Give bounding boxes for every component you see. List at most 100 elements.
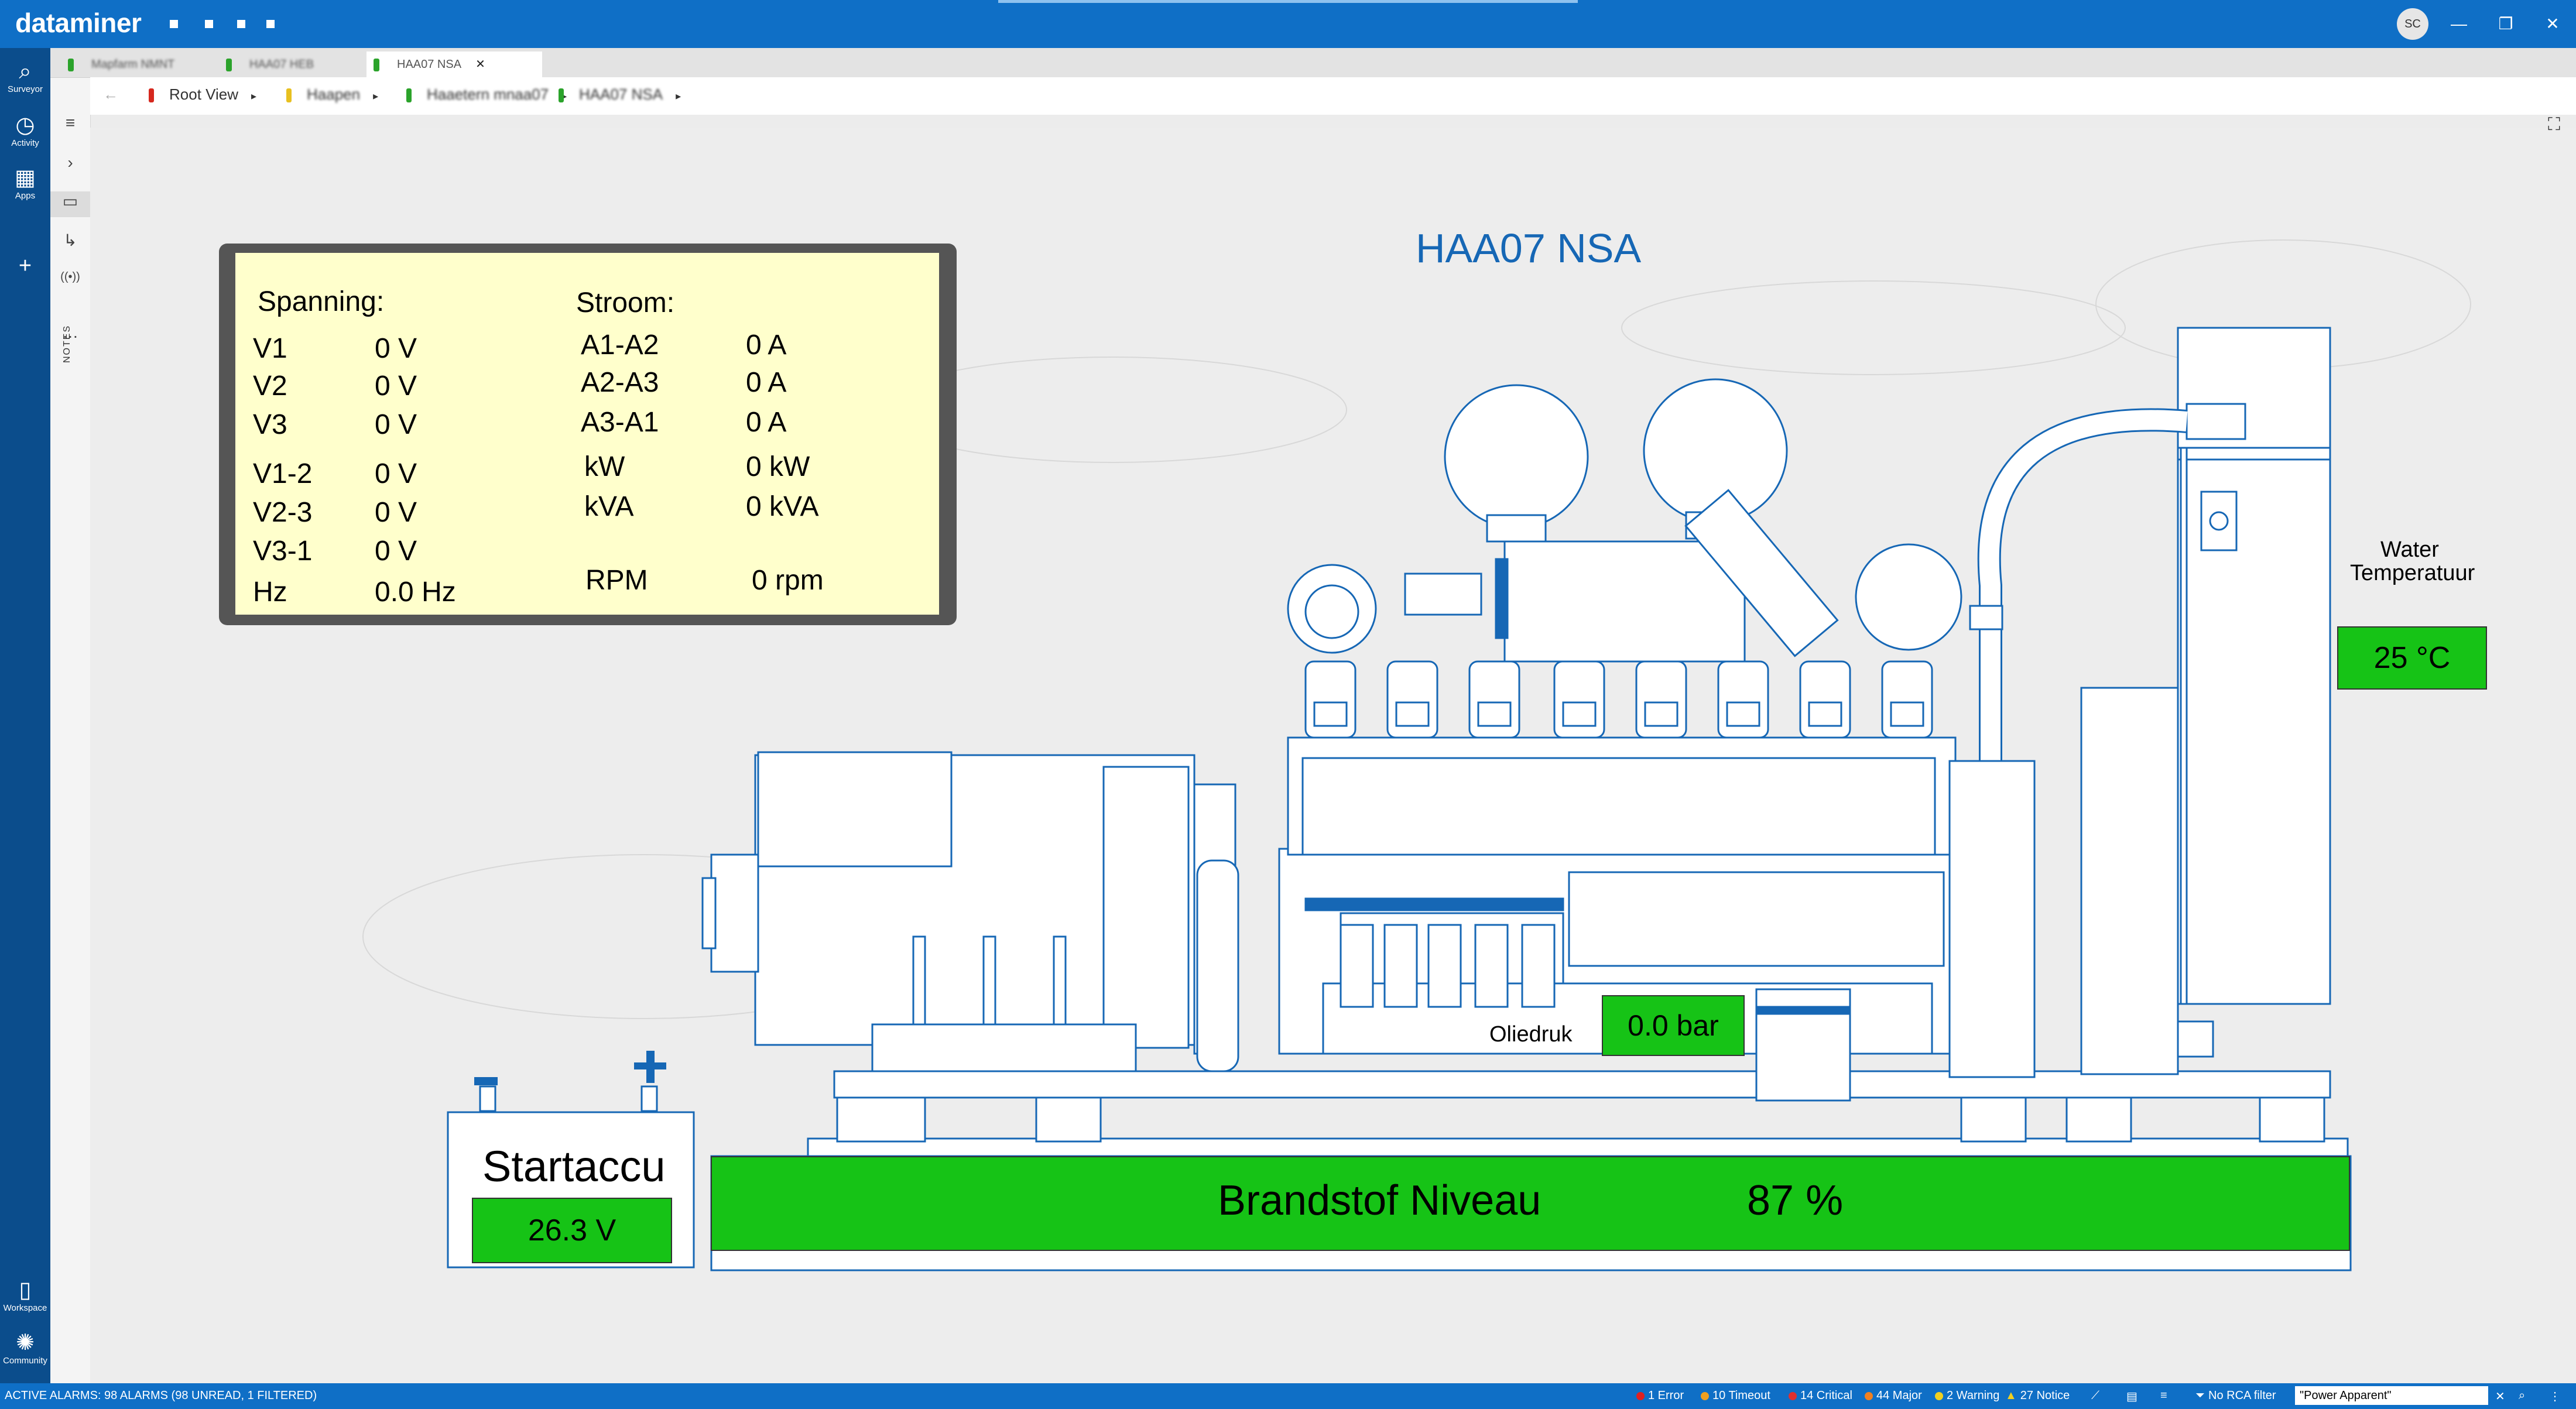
broadcast-icon[interactable]: ((•)) [60, 270, 80, 283]
power-label: kW [584, 451, 625, 482]
apps-icon: ▦ [15, 166, 36, 190]
restore-button[interactable]: ❐ [2498, 15, 2513, 33]
oil-pressure-label: Oliedruk [1489, 1022, 1573, 1047]
current-value: 0 A [746, 367, 787, 398]
status-dot [226, 58, 232, 71]
status-dot [559, 88, 564, 103]
breadcrumb-item[interactable]: Haaetern mnaa07 ▸ [406, 85, 567, 104]
stroom-header: Stroom: [576, 287, 675, 318]
active-alarms-summary[interactable]: ACTIVE ALARMS: 98 ALARMS (98 UNREAD, 1 F… [5, 1389, 317, 1402]
critical-icon [1789, 1391, 1797, 1400]
nav-item-label: Apps [15, 191, 36, 201]
notice-count[interactable]: ▲27 Notice [2005, 1389, 2070, 1403]
breadcrumb-label: Haaetern mnaa07 [427, 85, 549, 103]
tab-label: HAA07 NSA [397, 58, 462, 71]
fuel-level-bar[interactable] [711, 1156, 2350, 1251]
error-count[interactable]: 1 Error [1636, 1389, 1684, 1403]
timeout-count[interactable]: 10 Timeout [1701, 1389, 1770, 1403]
back-arrow-icon[interactable]: ← [103, 85, 118, 103]
major-count[interactable]: 44 Major [1865, 1389, 1922, 1403]
breadcrumb-label: Root View [169, 85, 239, 103]
breadcrumb: ← Root View ▸ Haapen ▸ Haaetern mnaa07 ▸ HA… [90, 77, 2576, 115]
water-temp-label-line2: Temperatuur [2350, 561, 2475, 585]
title-drag-strip[interactable] [998, 0, 1578, 3]
voltage-label: V3 [253, 409, 287, 440]
close-tab-icon[interactable]: ✕ [475, 58, 485, 71]
community-icon: ✺ [16, 1331, 35, 1355]
alarm-filter-input[interactable]: "Power Apparent" [2295, 1386, 2488, 1405]
nav-item-community[interactable]: ✺ Community [0, 1330, 50, 1366]
nav-item-workspace[interactable]: ▯ Workspace [0, 1277, 50, 1313]
clear-filter-icon[interactable]: ✕ [2495, 1390, 2505, 1403]
apparent-power-label: kVA [584, 491, 634, 522]
rca-filter[interactable]: ⏷No RCA filter [2195, 1389, 2276, 1403]
nav-item-label: Surveyor [7, 84, 43, 94]
error-count-label: 1 Error [1648, 1389, 1684, 1402]
voltage-label: V2-3 [253, 497, 313, 528]
status-dot [406, 88, 412, 103]
timeout-count-label: 10 Timeout [1712, 1389, 1770, 1402]
breadcrumb-label: Haapen [307, 85, 361, 103]
fullscreen-icon[interactable]: ⛶ [2548, 115, 2560, 134]
fuel-level-value: 87 % [1747, 1177, 1844, 1224]
connection-icon[interactable]: ↳ [63, 231, 77, 249]
nav-item-surveyor[interactable]: ⌕ Surveyor [0, 59, 50, 94]
status-dot [374, 58, 379, 71]
notice-icon: ▲ [2005, 1389, 2017, 1402]
voltage-value: 0 V [375, 333, 417, 364]
timeout-icon [1701, 1391, 1709, 1400]
water-temp-label-line1: Water [2380, 537, 2439, 562]
user-avatar[interactable]: SC [2397, 8, 2428, 40]
search-icon[interactable]: ⌕ [2519, 1389, 2526, 1402]
nav-item-label: Community [3, 1356, 47, 1366]
caret-right-icon: ▸ [251, 90, 257, 102]
chevron-right-icon[interactable]: › [67, 153, 73, 172]
electrical-readings-panel [235, 253, 939, 615]
funnel-icon: ⏷ [2195, 1389, 2205, 1402]
fuel-level-label: Brandstof Niveau [1218, 1177, 1542, 1224]
battery-label: Startaccu [482, 1142, 666, 1191]
voltage-value: 0 V [375, 458, 417, 489]
close-window-button[interactable]: ✕ [2546, 15, 2560, 33]
list-view-icon[interactable]: ▤ [2126, 1390, 2137, 1403]
monitor-icon[interactable]: ▭ [50, 191, 90, 217]
current-value: 0 A [746, 407, 787, 438]
current-value: 0 A [746, 330, 787, 361]
chart-icon[interactable]: ⟋ [2091, 1389, 2099, 1402]
major-icon [1865, 1391, 1873, 1400]
current-label: A2-A3 [581, 367, 659, 398]
breadcrumb-item[interactable]: HAA07 NSA ▸ [559, 85, 681, 104]
caret-right-icon: ▸ [373, 90, 379, 102]
voltage-label: V2 [253, 371, 287, 402]
voltage-value: 0 V [375, 371, 417, 402]
water-temp-value[interactable]: 25 °C [2337, 626, 2487, 690]
minimize-button[interactable]: — [2451, 15, 2467, 33]
nav-item-activity[interactable]: ◷ Activity [0, 112, 50, 148]
breadcrumb-item[interactable]: Root View ▸ [149, 85, 256, 104]
voltage-label: V1-2 [253, 458, 313, 489]
tab-haa07-nsa[interactable]: HAA07 NSA ✕ [366, 52, 542, 77]
breadcrumb-item[interactable]: Haapen ▸ [286, 85, 378, 104]
brand-square-icon [205, 20, 213, 28]
more-options-icon[interactable]: ⋮ [2549, 1390, 2561, 1403]
workspace-icon: ▯ [19, 1278, 32, 1302]
add-button[interactable]: + [0, 253, 50, 279]
app-brand: dataminer [15, 8, 142, 38]
rpm-value: 0 rpm [752, 565, 824, 596]
side-toolbar: ≡ › ▭ ↳ ((•)) … [50, 48, 91, 1389]
warning-count[interactable]: 2 Warning [1935, 1389, 1999, 1403]
breadcrumb-label: HAA07 NSA [579, 85, 663, 103]
sort-icon[interactable]: ≡ [2160, 1389, 2167, 1402]
oil-pressure-value[interactable]: 0.0 bar [1602, 995, 1745, 1056]
more-icon[interactable]: … [62, 323, 78, 341]
nav-item-apps[interactable]: ▦ Apps [0, 165, 50, 201]
tab-haa07-heb[interactable]: HAA07 HEB [226, 52, 396, 77]
activity-icon: ◷ [15, 113, 35, 138]
warning-icon [1935, 1391, 1943, 1400]
critical-count[interactable]: 14 Critical [1789, 1389, 1852, 1403]
hamburger-menu-icon[interactable]: ≡ [65, 114, 76, 132]
tab-mapfarm[interactable]: Mapfarm NMNT [68, 52, 238, 77]
nav-item-label: Workspace [3, 1303, 47, 1313]
caret-right-icon: ▸ [561, 90, 567, 102]
battery-voltage-value[interactable]: 26.3 V [472, 1198, 672, 1263]
